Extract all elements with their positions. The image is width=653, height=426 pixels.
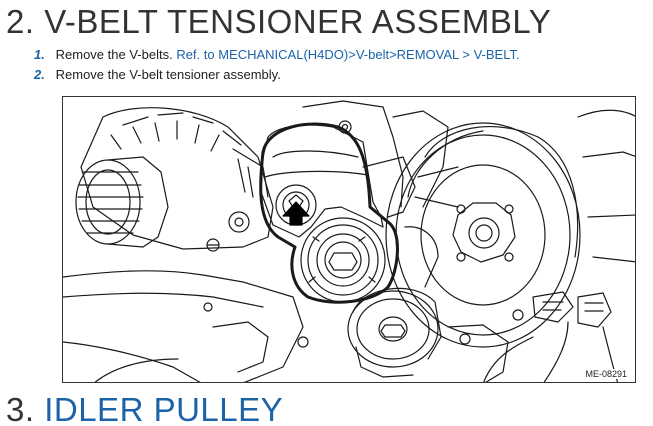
- section-heading-idler-pulley[interactable]: 3. IDLER PULLEY: [6, 392, 283, 426]
- section-heading-v-belt-tensioner: 2. V-BELT TENSIONER ASSEMBLY: [6, 4, 551, 40]
- bolt: [338, 120, 352, 134]
- step-item: 1. Remove the V-belts. Ref. to MECHANICA…: [34, 45, 520, 65]
- procedure-steps: 1. Remove the V-belts. Ref. to MECHANICA…: [34, 45, 520, 85]
- reference-link[interactable]: Ref. to MECHANICAL(H4DO)>V-belt>REMOVAL …: [176, 47, 520, 62]
- step-number: 2.: [34, 67, 45, 82]
- alternator-pulley: [75, 156, 169, 248]
- step-item: 2. Remove the V-belt tensioner assembly.: [34, 65, 520, 85]
- crank-hub: [452, 202, 516, 263]
- wire-connector: [532, 291, 574, 323]
- tensioner-pulley: [300, 217, 386, 303]
- tensioner-diagram: [63, 100, 635, 382]
- step-number: 1.: [34, 47, 45, 62]
- crankshaft-pulley: [385, 122, 581, 348]
- step-text: Remove the V-belt tensioner assembly.: [55, 67, 281, 82]
- idler-pulley: [347, 287, 442, 378]
- wire-connector: [577, 292, 612, 328]
- section-title: V-BELT TENSIONER ASSEMBLY: [44, 3, 552, 40]
- tensioner-outline: [259, 122, 399, 304]
- section-number: 2.: [6, 3, 35, 40]
- step-text: Remove the V-belts.: [55, 47, 173, 62]
- tensioner-arm: [260, 124, 384, 238]
- section-number: 3.: [6, 391, 35, 426]
- bolt: [206, 238, 220, 252]
- figure-code: ME-08291: [583, 369, 629, 379]
- alternator: [80, 107, 274, 250]
- bolt: [228, 211, 250, 233]
- section-title-link[interactable]: IDLER PULLEY: [44, 391, 284, 426]
- bolt: [459, 333, 471, 345]
- bolt: [297, 336, 309, 348]
- bolt: [512, 309, 524, 321]
- bolt: [203, 302, 213, 312]
- engine-illustration: ME-08291: [62, 96, 636, 383]
- arrow-pointer-icon: [282, 201, 310, 226]
